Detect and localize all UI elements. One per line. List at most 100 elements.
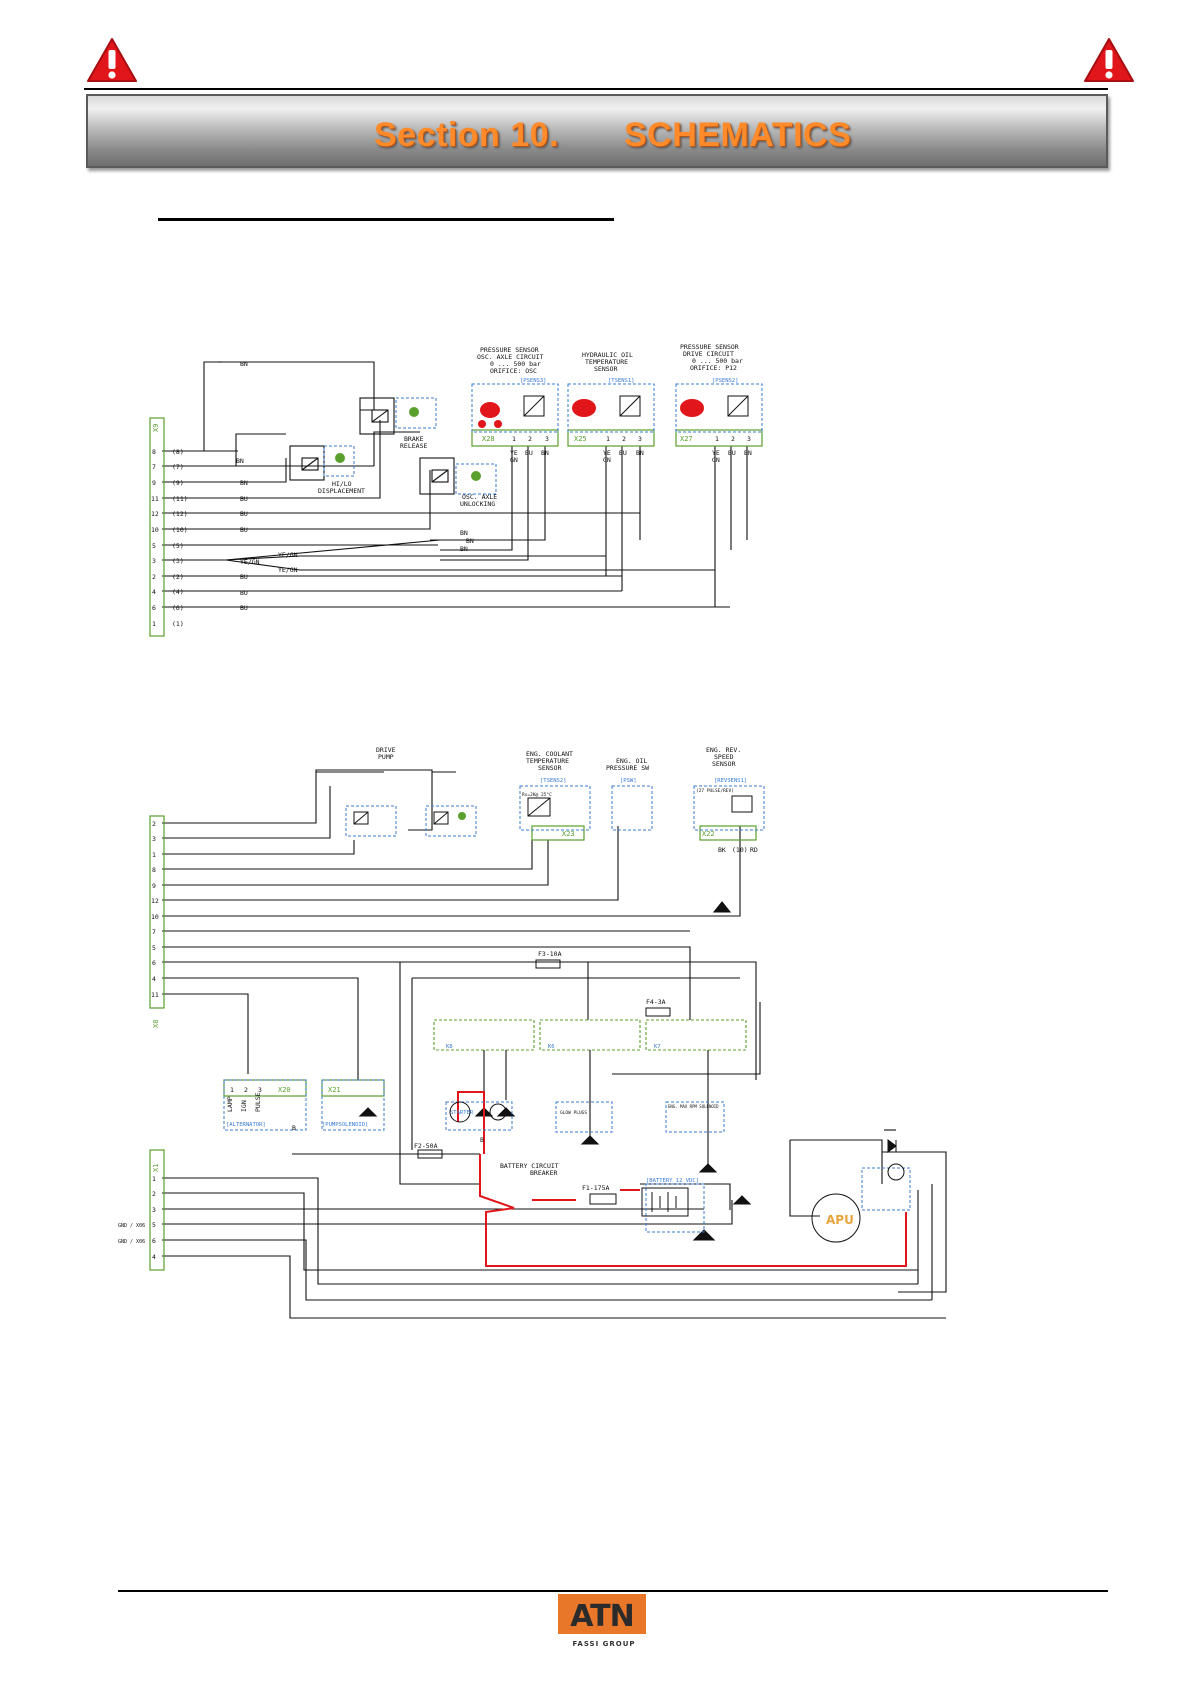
sensor2-code: [TSENS1] [608,378,635,384]
section-label: Section 10. [374,116,560,154]
alt-pin-2: 2 [244,1086,248,1094]
oilsw-title-2: PRESSURE SW [606,764,649,772]
x9-ref: (5) [172,542,184,550]
glow-label: GLOW PLUGS [560,1110,587,1116]
drive-pump-title-2: PUMP [378,753,394,761]
sensor2-connector: X25 [574,435,587,443]
relay-k8: K8 [446,1044,453,1050]
sensor2-pin-3: 3 [638,435,642,443]
alternator-connector: X20 [278,1086,291,1094]
revsensor-wire-10: (10) [732,846,748,854]
atn-logo: ATN [558,1594,646,1634]
x8-pin: 12 [151,897,159,905]
wire-bn-2: BN [240,479,248,487]
sensor1-wire-bn: BN [541,449,549,457]
sensor2-wire-ye: YE [603,449,611,457]
sensor1-title-2: OSC. AXLE CIRCUIT [477,353,544,361]
alt-pin-label-lamp: LAMP [226,1096,234,1112]
wire-bu-2: BU [240,510,248,518]
x8-pin: 10 [151,913,159,921]
sensor3-connector: X27 [680,435,693,443]
wire-bu-4: BU [240,573,248,581]
warning-icon-right [1084,38,1134,82]
wire-bn-4: BN [460,529,468,537]
sensor3-pin-1: 1 [715,435,719,443]
revsensor-title-2: SPEED [714,753,734,761]
x9-pin: 5 [152,542,156,550]
relay-k6: K6 [548,1044,555,1050]
stop-solenoid-label: ENG. MAX RPM SOLENOID [668,1104,719,1109]
node-b-1: B [292,1124,296,1132]
valve-brake-label-1: BRAKE [404,435,424,443]
valve-brake-label-2: RELEASE [400,442,427,450]
sensor1-wire-bu: BU [525,449,533,457]
alt-pin-label-ign: IGN [240,1100,248,1112]
drive-pump-title-1: DRIVE [376,746,396,754]
sensor1-title-3: 0 ... 500 bar [490,360,541,368]
sensor2-pin-2: 2 [622,435,626,443]
x9-ref: (4) [172,588,184,596]
x9-pin: 4 [152,588,156,596]
section-banner: Section 10. SCHEMATICS [86,94,1108,168]
coolant-connector: X23 [562,830,575,838]
revsensor-wire-rd: RD [750,846,758,854]
section-title: SCHEMATICS [624,116,852,154]
x8-pin: 6 [152,959,156,967]
coolant-title-1: ENG. COOLANT [526,750,573,758]
x9-ref: (9) [172,479,184,487]
x8-pin: 3 [152,835,156,843]
oilsw-code: [PSW] [620,778,637,784]
coolant-code: [TSENS2] [540,778,567,784]
sensor1-title-1: PRESSURE SENSOR [480,346,539,354]
x9-label: X9 [152,424,160,432]
sensor2-title-2: TEMPERATURE [585,358,628,366]
wire-bu-5: BU [240,589,248,597]
x1-pin: 5 [152,1221,156,1229]
valve-osc-label-1: OSC. AXLE [462,493,497,501]
pump-solenoid-code: [PUMPSOLENOID] [322,1122,368,1128]
x9-pin: 9 [152,479,156,487]
starter-label: STARTER [450,1110,474,1116]
breaker-label-2: BREAKER [530,1169,557,1177]
sensor3-title-1: PRESSURE SENSOR [680,343,739,351]
x8-pin: 1 [152,851,156,859]
valve-hilo-label-2: DISPLACEMENT [318,487,365,495]
x1-pin: 2 [152,1190,156,1198]
sensor2-title-3: SENSOR [594,365,618,373]
x9-ref: (7) [172,463,184,471]
sensor1-pin-1: 1 [512,435,516,443]
fuse-f2: F2-50A [414,1142,438,1150]
x1-pin: 6 [152,1237,156,1245]
wire-yegn-3: YE/GN [278,566,298,574]
x9-ref: (12) [172,510,188,518]
header-rule [84,88,1108,90]
fuse-f3: F3-10A [538,950,562,958]
logo-text: ATN [570,1599,633,1634]
sensor2-pin-1: 1 [606,435,610,443]
x8-label: X8 [152,1020,160,1028]
x1-pin: 3 [152,1206,156,1214]
x9-pin: 7 [152,463,156,471]
x1-pin: 4 [152,1253,156,1261]
fuse-f1: F1-175A [582,1184,609,1192]
wire-bn-5: BN [466,537,474,545]
sensor2-title-1: HYDRAULIC OIL [582,351,633,359]
battery-label: [BATTERY 12 VDC] [646,1178,699,1184]
x1-gnd-label: GND / X06 [118,1239,145,1245]
sensor3-title-3: 0 ... 500 bar [692,357,743,365]
revsensor-title-1: ENG. REV. [706,746,741,754]
alt-pin-3: 3 [258,1086,262,1094]
alt-pin-label-pulse: PULSE [254,1092,262,1112]
sensor1-pin-2: 2 [528,435,532,443]
x9-ref: (1) [172,620,184,628]
warning-icon-left [87,38,137,82]
x8-pin: 8 [152,866,156,874]
wire-bu-6: BU [240,604,248,612]
revsensor-code: [REVSENS1] [714,778,747,784]
sensor2-wire-bu: BU [619,449,627,457]
oilsw-title-1: ENG. OIL [616,757,647,765]
wire-bn-mid: BN [236,457,244,465]
sensor2-wire-gn: GN [603,456,611,464]
x8-pin: 2 [152,820,156,828]
x8-pin: 11 [151,991,159,999]
